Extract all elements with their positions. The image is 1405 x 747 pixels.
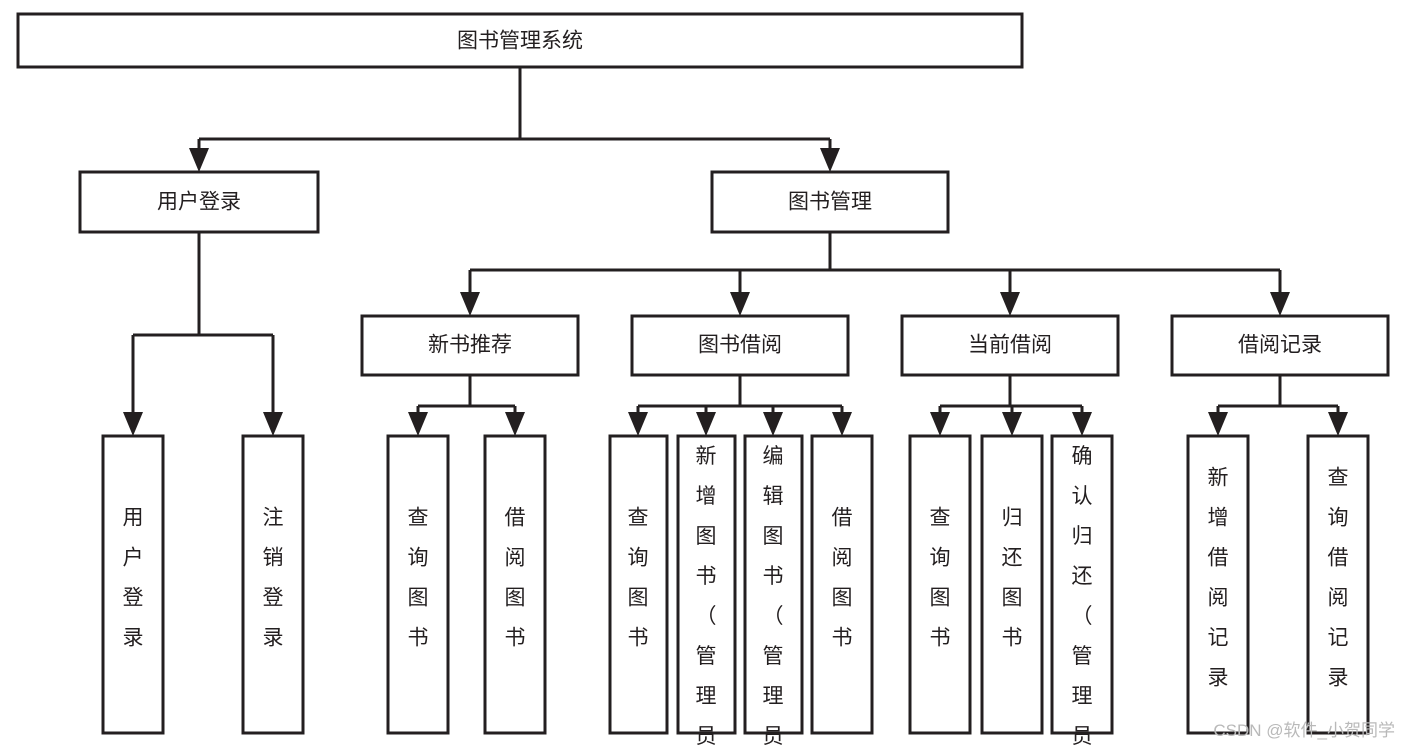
node-root[interactable]: 图书管理系统 (16, 12, 1024, 69)
node-book-borrow-label: 图书借阅 (698, 334, 782, 357)
arrow-head-book-manage (820, 148, 840, 172)
connector-group-borrow-record (1208, 375, 1348, 436)
node-leaf-query-book-3-box[interactable] (908, 434, 972, 735)
node-leaf-query-book-2-label: 查询图书 (628, 507, 649, 650)
node-leaf-add-book-label: 新增图书（管理员） (696, 445, 717, 747)
node-leaf-query-record-box[interactable] (1306, 434, 1370, 735)
arrow-head-leaf-add-record (1208, 412, 1228, 436)
node-leaf-query-record-label: 查询借阅记录 (1328, 467, 1349, 690)
node-leaf-confirm-return-label: 确认归还（管理员） (1072, 445, 1093, 747)
arrow-head-leaf-confirm-return (1072, 412, 1092, 436)
arrow-head-leaf-return-book (1002, 412, 1022, 436)
node-current-borrow-box[interactable] (900, 314, 1120, 377)
arrow-head-leaf-user-login (123, 412, 143, 436)
node-leaf-borrow-book-1-label: 借阅图书 (505, 507, 526, 650)
connector-group-root (189, 67, 840, 172)
connector-group-book-borrow (628, 375, 852, 436)
connector-group-book-manage (460, 232, 1290, 316)
arrow-head-leaf-query-book-3 (930, 412, 950, 436)
node-leaf-edit-book[interactable]: 编辑图书（管理员） (743, 434, 804, 747)
node-leaf-user-login-box[interactable] (101, 434, 165, 735)
node-book-borrow-box[interactable] (630, 314, 850, 377)
node-leaf-logout-box[interactable] (241, 434, 305, 735)
arrow-head-leaf-query-book-2 (628, 412, 648, 436)
node-leaf-query-record[interactable]: 查询借阅记录 (1306, 434, 1370, 735)
arrow-head-borrow-record (1270, 292, 1290, 316)
node-leaf-user-login-label: 用户登录 (123, 507, 144, 650)
node-leaf-query-book-2-box[interactable] (608, 434, 669, 735)
arrow-head-user-login (189, 148, 209, 172)
node-leaf-user-login[interactable]: 用户登录 (101, 434, 165, 735)
node-leaf-edit-book-box[interactable] (743, 434, 804, 735)
arrow-head-leaf-logout (263, 412, 283, 436)
node-leaf-query-book-2[interactable]: 查询图书 (608, 434, 669, 735)
node-new-book-rec-box[interactable] (360, 314, 580, 377)
node-borrow-record-box[interactable] (1170, 314, 1390, 377)
arrow-head-book-borrow (730, 292, 750, 316)
node-user-login-box[interactable] (78, 170, 320, 234)
node-user-login-label: 用户登录 (157, 191, 241, 214)
node-leaf-query-book-1[interactable]: 查询图书 (386, 434, 450, 735)
arrow-head-new-book-rec (460, 292, 480, 316)
node-leaf-borrow-book-2-box[interactable] (810, 434, 874, 735)
connector-group-user-login (123, 232, 283, 436)
connector-group-current-borrow (930, 375, 1092, 436)
node-book-manage[interactable]: 图书管理 (710, 170, 950, 234)
node-root-box[interactable] (16, 12, 1024, 69)
arrow-head-current-borrow (1000, 292, 1020, 316)
node-borrow-record-label: 借阅记录 (1238, 334, 1322, 357)
node-leaf-query-book-3[interactable]: 查询图书 (908, 434, 972, 735)
node-leaf-edit-book-label: 编辑图书（管理员） (763, 445, 784, 747)
node-leaf-logout-label: 注销登录 (263, 507, 284, 650)
node-leaf-confirm-return-box[interactable] (1050, 434, 1114, 735)
arrow-head-leaf-add-book (696, 412, 716, 436)
node-leaf-add-record[interactable]: 新增借阅记录 (1186, 434, 1250, 735)
arrow-head-leaf-borrow-book-1 (505, 412, 525, 436)
node-root-label: 图书管理系统 (457, 30, 583, 53)
node-book-borrow[interactable]: 图书借阅 (630, 314, 850, 377)
node-leaf-logout[interactable]: 注销登录 (241, 434, 305, 735)
node-leaf-query-book-3-label: 查询图书 (930, 507, 951, 650)
node-leaf-query-book-1-label: 查询图书 (408, 507, 429, 650)
node-leaf-borrow-book-1[interactable]: 借阅图书 (483, 434, 547, 735)
node-current-borrow-label: 当前借阅 (968, 334, 1052, 357)
arrow-head-leaf-query-book-1 (408, 412, 428, 436)
node-leaf-add-record-box[interactable] (1186, 434, 1250, 735)
connector-group-new-book-rec (408, 375, 525, 436)
arrow-head-leaf-query-record (1328, 412, 1348, 436)
node-leaf-add-record-label: 新增借阅记录 (1208, 467, 1229, 690)
node-new-book-rec[interactable]: 新书推荐 (360, 314, 580, 377)
node-borrow-record[interactable]: 借阅记录 (1170, 314, 1390, 377)
arrow-head-leaf-edit-book (763, 412, 783, 436)
node-user-login[interactable]: 用户登录 (78, 170, 320, 234)
node-leaf-borrow-book-1-box[interactable] (483, 434, 547, 735)
node-new-book-rec-label: 新书推荐 (428, 334, 512, 357)
node-leaf-borrow-book-2[interactable]: 借阅图书 (810, 434, 874, 735)
node-leaf-return-book[interactable]: 归还图书 (980, 434, 1044, 735)
node-leaf-query-book-1-box[interactable] (386, 434, 450, 735)
node-current-borrow[interactable]: 当前借阅 (900, 314, 1120, 377)
node-leaf-return-book-box[interactable] (980, 434, 1044, 735)
node-leaf-return-book-label: 归还图书 (1002, 507, 1023, 650)
node-leaf-confirm-return[interactable]: 确认归还（管理员） (1050, 434, 1114, 747)
node-leaf-add-book-box[interactable] (676, 434, 737, 735)
node-book-manage-label: 图书管理 (788, 191, 872, 214)
node-leaf-borrow-book-2-label: 借阅图书 (832, 507, 853, 650)
node-leaf-add-book[interactable]: 新增图书（管理员） (676, 434, 737, 747)
arrow-head-leaf-borrow-book-2 (832, 412, 852, 436)
node-book-manage-box[interactable] (710, 170, 950, 234)
